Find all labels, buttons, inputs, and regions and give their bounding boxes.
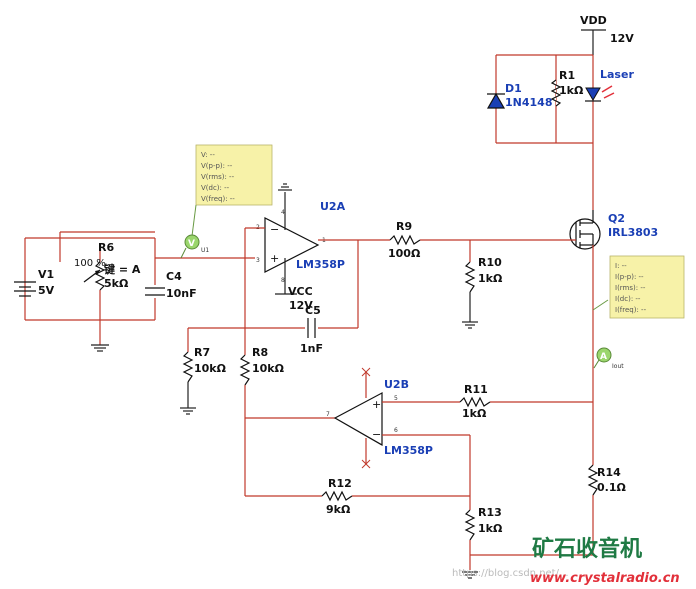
r6-value: 5kΩ bbox=[104, 277, 129, 290]
r13-name: R13 bbox=[478, 506, 502, 519]
svg-text:−: − bbox=[270, 223, 279, 236]
watermark-faint-url: https://blog.csdn.net/... bbox=[452, 568, 569, 579]
watermark-url: www.crystalradio.cn bbox=[530, 571, 680, 586]
c4-name: C4 bbox=[166, 270, 182, 283]
r8-name: R8 bbox=[252, 346, 268, 359]
r6-name: R6 bbox=[98, 241, 114, 254]
voltage-probe-line-1: V: -- bbox=[201, 151, 215, 159]
watermark: https://blog.csdn.net/... 矿石收音机 www.crys… bbox=[452, 536, 680, 586]
opamp-u2b: + − 5 6 7 U2B LM358P bbox=[326, 378, 433, 457]
ground-r6 bbox=[91, 344, 109, 352]
r11-value: 1kΩ bbox=[462, 407, 487, 420]
u2b-pin-out: 7 bbox=[326, 411, 330, 418]
c4-value: 10nF bbox=[166, 287, 197, 300]
u2b-part: LM358P bbox=[384, 444, 433, 457]
resistor-r14: R14 0.1Ω bbox=[587, 464, 626, 496]
r13-value: 1kΩ bbox=[478, 522, 503, 535]
ground-r7 bbox=[180, 407, 196, 415]
vdd-label: VDD bbox=[580, 14, 607, 27]
r1-value: 1kΩ bbox=[559, 84, 584, 97]
current-probe-label: Iout bbox=[612, 363, 624, 370]
v1-name: V1 bbox=[38, 268, 54, 281]
r9-value: 100Ω bbox=[388, 247, 421, 260]
resistor-r11: R11 1kΩ bbox=[459, 383, 491, 420]
voltage-probe-label: U1 bbox=[201, 247, 209, 254]
r14-name: R14 bbox=[597, 466, 621, 479]
svg-text:+: + bbox=[372, 398, 381, 411]
u2b-pin-inv: 6 bbox=[394, 427, 398, 434]
u2a-part: LM358P bbox=[296, 258, 345, 271]
current-probe-line-3: I(rms): -- bbox=[615, 284, 646, 292]
vdd-voltage: 12V bbox=[610, 32, 634, 45]
r6-key: 键 = A bbox=[103, 262, 141, 276]
svg-text:−: − bbox=[372, 428, 381, 441]
svg-text:+: + bbox=[270, 252, 279, 265]
q2-name: Q2 bbox=[608, 212, 625, 225]
resistor-r7: R7 10kΩ bbox=[182, 346, 227, 383]
laser-label: Laser bbox=[600, 68, 634, 81]
capacitor-c4: C4 10nF bbox=[145, 270, 197, 300]
resistor-r9: R9 100Ω bbox=[388, 220, 421, 260]
r6-percent: 100 % bbox=[74, 258, 106, 269]
ground-r13 bbox=[462, 571, 478, 579]
current-probe: I: -- I(p-p): -- I(rms): -- I(dc): -- I(… bbox=[592, 255, 685, 370]
current-probe-line-2: I(p-p): -- bbox=[615, 273, 644, 281]
vdd-supply: VDD 12V bbox=[580, 14, 634, 55]
resistor-r8: R8 10kΩ bbox=[239, 346, 285, 386]
c5-name: C5 bbox=[305, 304, 321, 317]
mosfet-q2: Q2 IRL3803 bbox=[569, 210, 658, 250]
resistor-r1: R1 1kΩ bbox=[550, 69, 584, 107]
u2a-pin-vneg: 4 bbox=[281, 209, 285, 216]
potentiometer-r6: R6 100 % 键 = A 5kΩ bbox=[74, 241, 141, 291]
voltage-probe-line-3: V(rms): -- bbox=[201, 173, 235, 181]
vcc-voltage: 12V bbox=[289, 299, 313, 312]
r12-name: R12 bbox=[328, 477, 352, 490]
d1-name: D1 bbox=[505, 82, 522, 95]
ground-u2a bbox=[278, 183, 292, 191]
battery-v1: V1 5V bbox=[14, 268, 55, 297]
resistor-r13: R13 1kΩ bbox=[464, 506, 503, 541]
current-probe-line-1: I: -- bbox=[615, 262, 627, 270]
r7-name: R7 bbox=[194, 346, 210, 359]
r8-value: 10kΩ bbox=[252, 362, 285, 375]
r7-value: 10kΩ bbox=[194, 362, 227, 375]
u2b-pin-noninv: 5 bbox=[394, 395, 398, 402]
current-probe-line-4: I(dc): -- bbox=[615, 295, 641, 303]
u2a-pin-vpos: 8 bbox=[281, 277, 285, 284]
r9-name: R9 bbox=[396, 220, 412, 233]
watermark-title: 矿石收音机 bbox=[532, 536, 642, 562]
r1-name: R1 bbox=[559, 69, 575, 82]
vcc-label: VCC bbox=[288, 285, 313, 298]
u2a-name: U2A bbox=[320, 200, 346, 213]
capacitor-c5: C5 1nF bbox=[300, 304, 323, 355]
diode-d1: D1 1N4148 bbox=[486, 82, 552, 109]
ground-r10 bbox=[462, 321, 478, 329]
resistor-r12: R12 9kΩ bbox=[321, 477, 353, 516]
current-probe-line-5: I(freq): -- bbox=[615, 306, 647, 314]
voltage-probe-line-5: V(freq): -- bbox=[201, 195, 235, 203]
c5-value: 1nF bbox=[300, 342, 323, 355]
d1-part: 1N4148 bbox=[505, 96, 552, 109]
voltage-probe-line-4: V(dc): -- bbox=[201, 184, 230, 192]
v1-value: 5V bbox=[38, 284, 55, 297]
voltage-probe-symbol: V bbox=[188, 239, 195, 249]
r11-name: R11 bbox=[464, 383, 488, 396]
r10-value: 1kΩ bbox=[478, 272, 503, 285]
current-probe-symbol: A bbox=[600, 352, 607, 362]
resistor-r10: R10 1kΩ bbox=[464, 256, 503, 293]
u2b-name: U2B bbox=[384, 378, 409, 391]
r14-value: 0.1Ω bbox=[597, 481, 626, 494]
r12-value: 9kΩ bbox=[326, 503, 351, 516]
opamp-u2a: − + 2 3 1 4 8 U2A LM358P bbox=[256, 200, 346, 284]
laser-diode: Laser bbox=[585, 68, 634, 102]
voltage-probe: V: -- V(p-p): -- V(rms): -- V(dc): -- V(… bbox=[180, 144, 273, 259]
q2-part: IRL3803 bbox=[608, 226, 658, 239]
u2a-pin-noninv: 3 bbox=[256, 257, 260, 264]
r10-name: R10 bbox=[478, 256, 502, 269]
voltage-probe-line-2: V(p-p): -- bbox=[201, 162, 233, 170]
